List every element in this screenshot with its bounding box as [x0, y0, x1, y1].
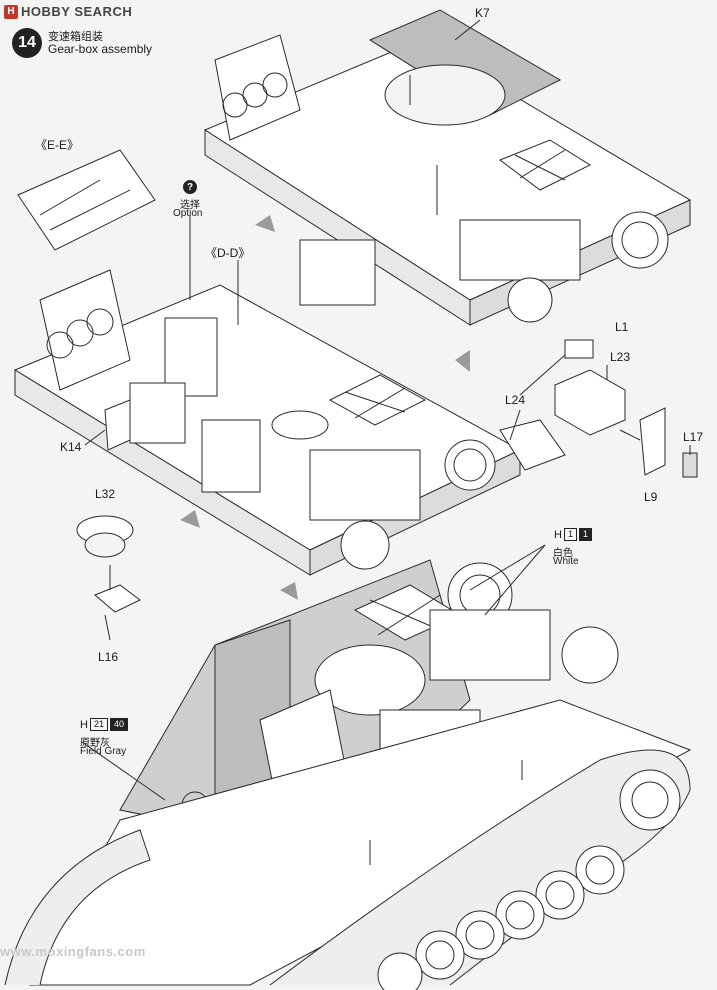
logo-icon: H — [4, 4, 18, 19]
option-icon: ? — [183, 180, 197, 194]
step-number: 14 — [12, 28, 42, 58]
logo: H HOBBY SEARCH — [4, 4, 132, 19]
label-l17: L17 — [683, 430, 704, 444]
label-l9: L9 — [644, 490, 658, 504]
paint-field-gray-code: H — [80, 718, 88, 731]
paint-callout-field-gray: H 21 40 — [80, 718, 128, 731]
label-dd: 《D-D》 — [205, 246, 251, 260]
label-k7: K7 — [475, 6, 490, 20]
paint-white-num1: 1 — [563, 528, 577, 541]
label-ee: 《E-E》 — [35, 138, 80, 152]
paint-field-gray-name-cn: 原野灰 — [80, 738, 110, 749]
label-option-en: Option — [173, 208, 203, 219]
paint-white-name-en: White — [553, 556, 579, 567]
paint-white-name-cn: 白色 — [553, 548, 573, 559]
label-l1: L1 — [615, 320, 629, 334]
label-l32: L32 — [95, 487, 116, 501]
step-title-en: Gear-box assembly — [48, 42, 153, 56]
logo-text: HOBBY SEARCH — [21, 4, 133, 19]
label-k14: K14 — [60, 440, 82, 454]
paint-field-gray-num1: 21 — [89, 718, 108, 731]
paint-white-num2: 1 — [578, 528, 592, 541]
label-option-cn: 选择 — [180, 200, 200, 211]
paint-white-code: H — [554, 528, 562, 541]
paint-field-gray-num2: 40 — [109, 718, 128, 731]
paint-callout-white: H 1 1 — [554, 528, 592, 541]
watermark: www.moxingfans.com — [0, 944, 146, 959]
label-l23: L23 — [610, 350, 631, 364]
step-title-cn: 变速箱组装 — [48, 31, 103, 43]
label-l24: L24 — [505, 393, 526, 407]
paint-field-gray-name-en: Field Gray — [80, 746, 127, 757]
label-l16: L16 — [98, 650, 119, 664]
